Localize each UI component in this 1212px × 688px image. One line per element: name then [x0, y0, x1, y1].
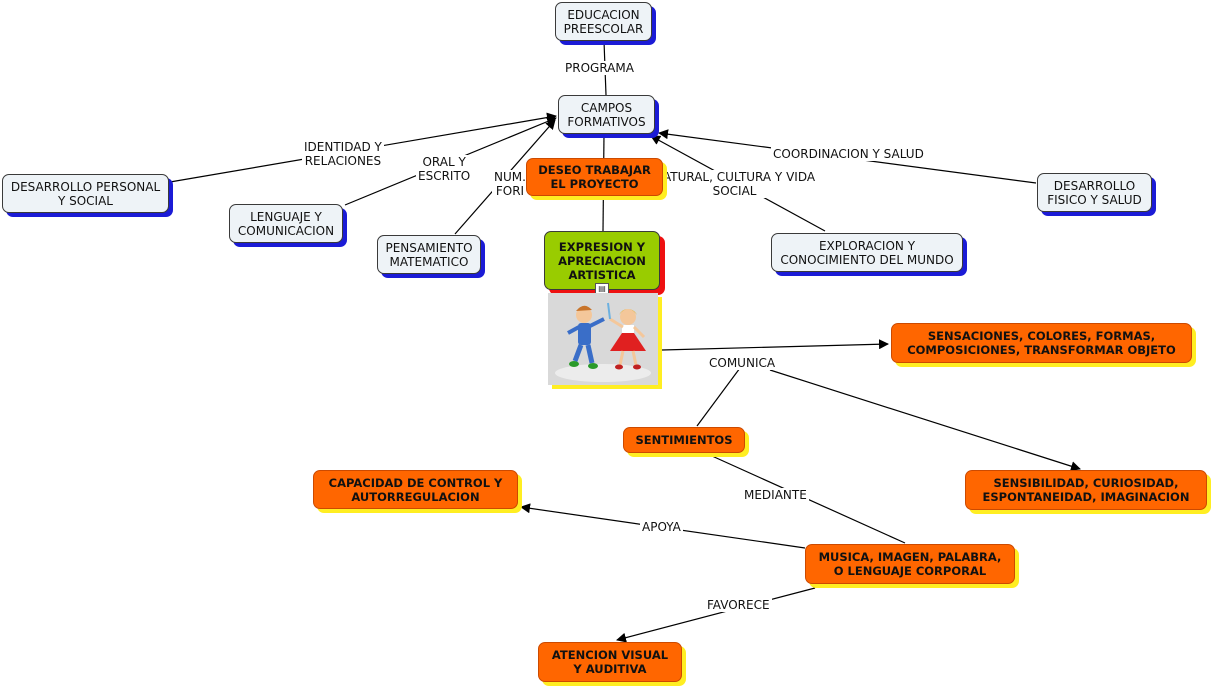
node-pensamiento[interactable]: PENSAMIENTO MATEMATICO [377, 235, 481, 274]
node-musica[interactable]: MUSICA, IMAGEN, PALABRA, O LENGUAJE CORP… [805, 544, 1015, 584]
node-lenguaje[interactable]: LENGUAJE Y COMUNICACION [229, 204, 343, 243]
edge-label-coordinacion: COORDINACION Y SALUD [771, 147, 926, 161]
node-campos-formativos[interactable]: CAMPOS FORMATIVOS [558, 95, 655, 134]
edge-comunica [661, 339, 889, 351]
node-atencion[interactable]: ATENCION VISUAL Y AUDITIVA [538, 642, 682, 682]
edge-comunica-sensibilidad [769, 369, 1081, 472]
edge-label-num: NUM. FORI [492, 170, 528, 198]
edge-label-identidad: IDENTIDAD Y RELACIONES [302, 140, 384, 168]
edge-favorece [616, 587, 816, 643]
node-deseo-trabajar[interactable]: DESEO TRABAJAR EL PROYECTO [526, 158, 663, 196]
node-educacion-preescolar[interactable]: EDUCACION PREESCOLAR [555, 2, 652, 41]
edge-label-programa: PROGRAMA [563, 61, 636, 75]
edge-label-mediante: MEDIANTE [742, 488, 809, 502]
edge-label-favorece: FAVORECE [705, 598, 772, 612]
node-exploracion[interactable]: EXPLORACION Y CONOCIMIENTO DEL MUNDO [771, 233, 963, 272]
node-expresion-artistica[interactable]: EXPRESION Y APRECIACION ARTISTICA [544, 231, 660, 290]
node-desarrollo-personal[interactable]: DESARROLLO PERSONAL Y SOCIAL [2, 174, 169, 213]
node-desarrollo-fisico[interactable]: DESARROLLO FISICO Y SALUD [1037, 173, 1152, 212]
edge-label-apoya: APOYA [640, 520, 683, 534]
dancing-children-image [548, 293, 658, 385]
edge-comunica-sentimientos [696, 367, 741, 427]
node-sensaciones[interactable]: SENSACIONES, COLORES, FORMAS, COMPOSICIO… [891, 323, 1192, 363]
dancing-children-illustration [548, 293, 658, 385]
node-sentimientos[interactable]: SENTIMIENTOS [623, 427, 745, 453]
edge-label-natural: NATURAL, CULTURA Y VIDA SOCIAL [652, 170, 818, 198]
node-capacidad[interactable]: CAPACIDAD DE CONTROL Y AUTORREGULACION [313, 470, 518, 509]
edge-label-comunica: COMUNICA [707, 356, 778, 370]
edge-label-oral: ORAL Y ESCRITO [416, 155, 473, 183]
node-sensibilidad[interactable]: SENSIBILIDAD, CURIOSIDAD, ESPONTANEIDAD,… [965, 470, 1207, 510]
